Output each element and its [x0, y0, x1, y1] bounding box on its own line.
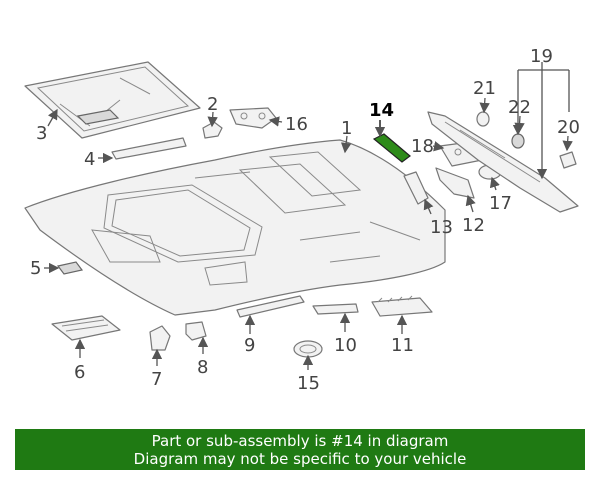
callout-2: 2	[207, 94, 218, 115]
nut-part	[511, 133, 525, 149]
callout-5: 5	[30, 258, 41, 279]
trim-strip-part	[111, 137, 187, 160]
callout-16: 16	[285, 114, 308, 135]
callout-labels: 1 2 3 4 5 6 7 8 9 10 11 12 13 14 15 16 1…	[30, 46, 580, 394]
rail-strip-part	[236, 295, 305, 318]
callout-1: 1	[341, 118, 352, 139]
cover-part	[312, 303, 359, 315]
pad-part	[51, 315, 121, 341]
bracket-part	[229, 107, 277, 129]
cap-part	[559, 151, 577, 169]
callout-7: 7	[151, 369, 162, 390]
callout-8: 8	[197, 357, 208, 378]
lamp-part	[293, 340, 323, 358]
retainer-part	[149, 325, 171, 351]
callout-19: 19	[530, 46, 553, 67]
leader-lines	[44, 62, 573, 370]
callout-13: 13	[430, 217, 453, 238]
trim-cover-part	[403, 171, 429, 205]
callout-4: 4	[84, 149, 95, 170]
connector-part	[185, 321, 207, 341]
small-clip-part	[56, 261, 84, 275]
info-banner: Part or sub-assembly is #14 in diagram D…	[15, 429, 585, 470]
callout-9: 9	[244, 335, 255, 356]
callout-18: 18	[411, 136, 434, 157]
sunroof-panel-part	[24, 61, 201, 139]
callout-3: 3	[36, 123, 47, 144]
banner-line-2: Diagram may not be specific to your vehi…	[133, 450, 467, 468]
callout-15: 15	[297, 373, 320, 394]
callout-12: 12	[462, 215, 485, 236]
callout-10: 10	[334, 335, 357, 356]
callout-17: 17	[489, 193, 512, 214]
banner-line-1: Part or sub-assembly is #14 in diagram	[151, 432, 449, 450]
side-bracket-part	[435, 167, 475, 199]
insulation-part	[371, 295, 433, 317]
callout-14: 14	[369, 100, 394, 121]
headliner-part	[24, 139, 446, 316]
callout-20: 20	[557, 117, 580, 138]
callout-21: 21	[473, 78, 496, 99]
plug-part	[476, 111, 490, 127]
callout-11: 11	[391, 335, 414, 356]
roof-rail-part	[427, 111, 579, 213]
callout-22: 22	[508, 97, 531, 118]
callout-6: 6	[74, 362, 85, 383]
